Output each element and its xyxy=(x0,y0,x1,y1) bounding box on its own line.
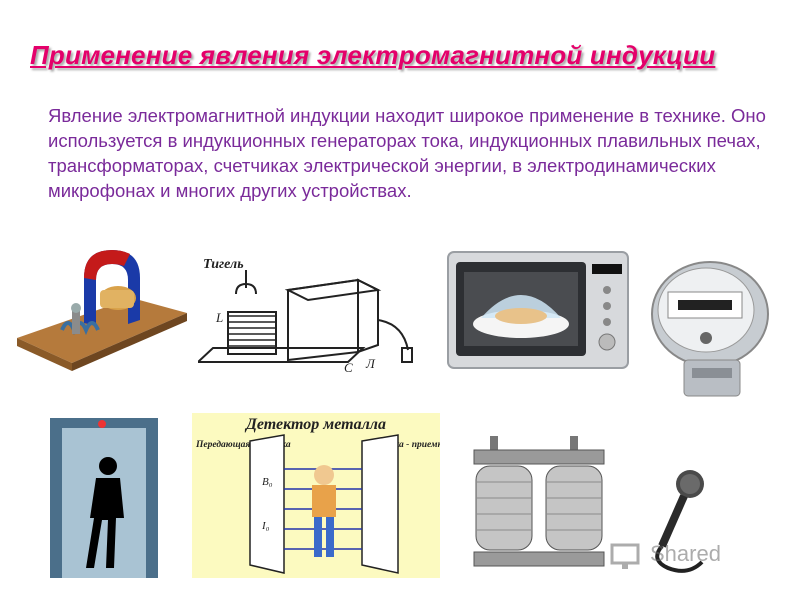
watermark-text: Shared xyxy=(650,541,721,566)
receive-coil-label: Катушка - приемник xyxy=(363,440,440,450)
metal-detector-diagram: Детектор металла Передающая катушка Кату… xyxy=(192,413,440,578)
lamp-label: Л xyxy=(365,356,376,371)
transmit-coil-label: Передающая катушка xyxy=(195,439,291,450)
inductor-label: L xyxy=(215,310,223,325)
microphone-illustration xyxy=(644,466,714,576)
induction-furnace-illustration: Тигель L С Л xyxy=(198,250,420,380)
microwave-oven-illustration xyxy=(446,250,632,372)
shared-watermark: Shared xyxy=(610,535,790,575)
slide-title: Применение явления электромагнитной инду… xyxy=(30,40,716,70)
b0-label: B₀ xyxy=(262,476,273,488)
electricity-meter-illustration xyxy=(640,252,780,402)
detector-title: Детектор металла xyxy=(244,416,386,433)
crucible-label: Тигель xyxy=(203,257,244,272)
metal-detector-gate-illustration xyxy=(50,418,162,578)
slide-body-text: Явление электромагнитной индукции находи… xyxy=(48,105,766,201)
i0-label: I₀ xyxy=(261,520,270,532)
generator-illustration xyxy=(12,238,192,378)
capacitor-label: С xyxy=(344,360,353,375)
transformer-illustration xyxy=(460,432,620,582)
